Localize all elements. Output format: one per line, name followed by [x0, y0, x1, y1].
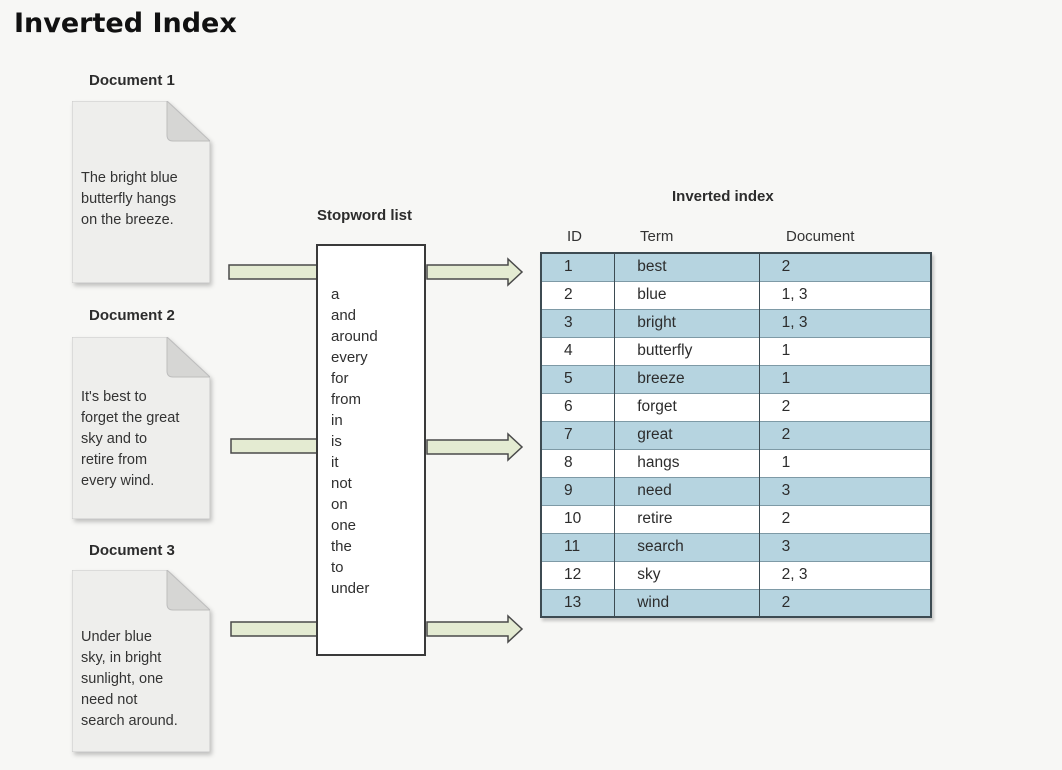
- arrow-doc2-to-stoplist: [230, 438, 318, 454]
- stopword-item: is: [331, 433, 342, 450]
- table-row: 6 forget 2: [541, 392, 931, 421]
- document-cell: 2, 3: [758, 560, 931, 589]
- table-row: 4 butterfly 1: [541, 336, 931, 365]
- document-page-icon: [72, 101, 210, 283]
- column-header-term: Term: [640, 228, 674, 245]
- document-cell: 2: [758, 588, 931, 617]
- document-page-icon: [72, 337, 210, 519]
- term-cell: breeze: [614, 364, 760, 393]
- term-cell: great: [614, 420, 760, 449]
- document-cell: 1, 3: [758, 308, 931, 337]
- arrow-stoplist-to-index-1: [426, 257, 524, 287]
- table-row: 8 hangs 1: [541, 448, 931, 477]
- document-3-page: Under blue sky, in bright sunlight, one …: [72, 570, 210, 752]
- arrow-doc1-to-stoplist: [228, 264, 318, 280]
- table-row: 10 retire 2: [541, 504, 931, 533]
- arrow-stoplist-to-index-2: [426, 432, 524, 462]
- stopword-item: under: [331, 580, 370, 597]
- document-2-text: It's best to forget the great sky and to…: [81, 389, 180, 489]
- table-row: 7 great 2: [541, 420, 931, 449]
- id-cell: 2: [541, 280, 615, 309]
- table-row: 9 need 3: [541, 476, 931, 505]
- id-cell: 5: [541, 364, 615, 393]
- document-2-heading: Document 2: [89, 307, 175, 324]
- stopword-item: for: [331, 370, 349, 387]
- document-3-text: Under blue sky, in bright sunlight, one …: [81, 629, 178, 729]
- document-cell: 1, 3: [758, 280, 931, 309]
- document-1-heading: Document 1: [89, 72, 175, 89]
- term-cell: retire: [614, 504, 760, 533]
- id-cell: 12: [541, 560, 615, 589]
- document-page-icon: [72, 570, 210, 752]
- id-cell: 9: [541, 476, 615, 505]
- term-cell: butterfly: [614, 336, 760, 365]
- column-header-document: Document: [786, 228, 855, 245]
- term-cell: forget: [614, 392, 760, 421]
- term-cell: best: [614, 252, 760, 281]
- document-cell: 3: [758, 476, 931, 505]
- inverted-index-heading: Inverted index: [672, 188, 774, 205]
- table-row: 1 best 2: [541, 252, 931, 281]
- stopword-list: a and around every for from in is it not…: [331, 284, 378, 599]
- stopword-item: and: [331, 307, 357, 324]
- column-header-id: ID: [567, 228, 582, 245]
- document-1-text: The bright blue butterfly hangs on the b…: [81, 170, 178, 228]
- id-cell: 8: [541, 448, 615, 477]
- term-cell: sky: [614, 560, 760, 589]
- id-cell: 10: [541, 504, 615, 533]
- term-cell: wind: [614, 588, 760, 617]
- table-row: 11 search 3: [541, 532, 931, 561]
- stopword-item: not: [331, 475, 352, 492]
- id-cell: 7: [541, 420, 615, 449]
- stopword-item: it: [331, 454, 339, 471]
- term-cell: hangs: [614, 448, 760, 477]
- stopword-item: a: [331, 286, 340, 303]
- document-cell: 2: [758, 252, 931, 281]
- term-cell: bright: [614, 308, 760, 337]
- table-row: 5 breeze 1: [541, 364, 931, 393]
- document-cell: 2: [758, 392, 931, 421]
- table-row: 2 blue 1, 3: [541, 280, 931, 309]
- document-cell: 3: [758, 532, 931, 561]
- document-cell: 1: [758, 448, 931, 477]
- document-cell: 1: [758, 336, 931, 365]
- table-row: 12 sky 2, 3: [541, 560, 931, 589]
- document-2-page: It's best to forget the great sky and to…: [72, 337, 210, 519]
- stopword-item: around: [331, 328, 378, 345]
- stopword-item: every: [331, 349, 368, 366]
- term-cell: search: [614, 532, 760, 561]
- stopword-item: on: [331, 496, 348, 513]
- arrow-doc3-to-stoplist: [230, 621, 318, 637]
- stopword-list-heading: Stopword list: [317, 207, 412, 224]
- id-cell: 1: [541, 252, 615, 281]
- stopword-item: in: [331, 412, 343, 429]
- id-cell: 6: [541, 392, 615, 421]
- id-cell: 3: [541, 308, 615, 337]
- id-cell: 13: [541, 588, 615, 617]
- stopword-item: the: [331, 538, 352, 555]
- id-cell: 4: [541, 336, 615, 365]
- id-cell: 11: [541, 532, 615, 561]
- stopword-item: from: [331, 391, 361, 408]
- document-cell: 2: [758, 504, 931, 533]
- arrow-stoplist-to-index-3: [426, 614, 524, 644]
- document-cell: 1: [758, 364, 931, 393]
- document-cell: 2: [758, 420, 931, 449]
- table-row: 3 bright 1, 3: [541, 308, 931, 337]
- table-row: 13 wind 2: [541, 588, 931, 617]
- stopword-list-box: a and around every for from in is it not…: [316, 244, 426, 656]
- slide-title: Inverted Index: [14, 8, 237, 39]
- stopword-item: to: [331, 559, 344, 576]
- inverted-index-table: 1 best 2 2 blue 1, 3 3 bright 1, 3 4 but…: [540, 252, 932, 618]
- term-cell: blue: [614, 280, 760, 309]
- term-cell: need: [614, 476, 760, 505]
- document-3-heading: Document 3: [89, 542, 175, 559]
- document-1-page: The bright blue butterfly hangs on the b…: [72, 101, 210, 283]
- stopword-item: one: [331, 517, 357, 534]
